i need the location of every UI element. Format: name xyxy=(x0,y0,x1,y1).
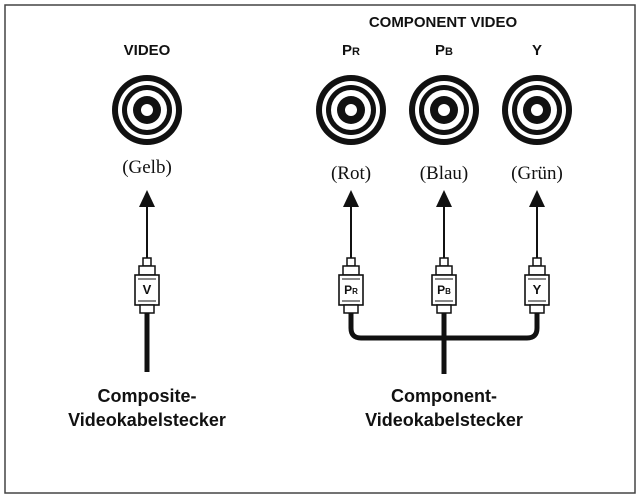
plug-y-label: Y xyxy=(525,280,549,302)
plug-pr-icon xyxy=(338,257,364,314)
pr-jack-label: PR xyxy=(331,42,371,59)
plug-pr-label: PR xyxy=(339,280,363,302)
composite-caption: Composite- Videokabelstecker xyxy=(47,384,247,432)
pb-jack-color: (Blau) xyxy=(419,163,469,184)
plug-pb-label-sub: B xyxy=(445,287,451,296)
plug-video-icon xyxy=(134,257,160,372)
component-caption: Component- Videokabelstecker xyxy=(344,384,544,432)
plug-pb-label: PB xyxy=(432,280,456,302)
component-caption-line2: Videokabelstecker xyxy=(365,410,523,430)
plug-pr-label-sub: R xyxy=(352,287,358,296)
y-jack-color: (Grün) xyxy=(511,163,563,184)
video-jack-label: VIDEO xyxy=(123,42,171,59)
arrow-pb-icon xyxy=(436,190,452,262)
plug-video-label: V xyxy=(142,282,152,297)
component-video-group-label: COMPONENT VIDEO xyxy=(368,14,518,31)
pr-jack-color: (Rot) xyxy=(330,163,372,184)
plug-pb-label-main: P xyxy=(437,283,446,297)
plug-y-label-main: Y xyxy=(532,282,542,297)
pb-jack-label-main: P xyxy=(435,42,446,59)
pb-jack-label-sub: B xyxy=(445,46,453,58)
arrow-pr-icon xyxy=(343,190,359,262)
composite-caption-line1: Composite- xyxy=(97,386,197,406)
plug-y-icon xyxy=(524,257,550,314)
arrow-y-icon xyxy=(529,190,545,262)
jack-pr-icon xyxy=(316,75,386,145)
component-caption-line1: Component- xyxy=(391,386,497,406)
pb-jack-label: PB xyxy=(424,42,464,59)
video-jack-color: (Gelb) xyxy=(122,157,172,178)
diagram-border xyxy=(4,4,636,494)
pr-jack-label-main: P xyxy=(342,42,353,59)
pr-jack-label-sub: R xyxy=(352,46,360,58)
y-jack-label: Y xyxy=(517,42,557,59)
jack-pb-icon xyxy=(409,75,479,145)
jack-video-icon xyxy=(112,75,182,145)
composite-caption-line2: Videokabelstecker xyxy=(68,410,226,430)
y-jack-label-main: Y xyxy=(531,42,542,59)
plug-pr-label-main: P xyxy=(344,283,353,297)
arrow-video-icon xyxy=(139,190,155,262)
jack-y-icon xyxy=(502,75,572,145)
